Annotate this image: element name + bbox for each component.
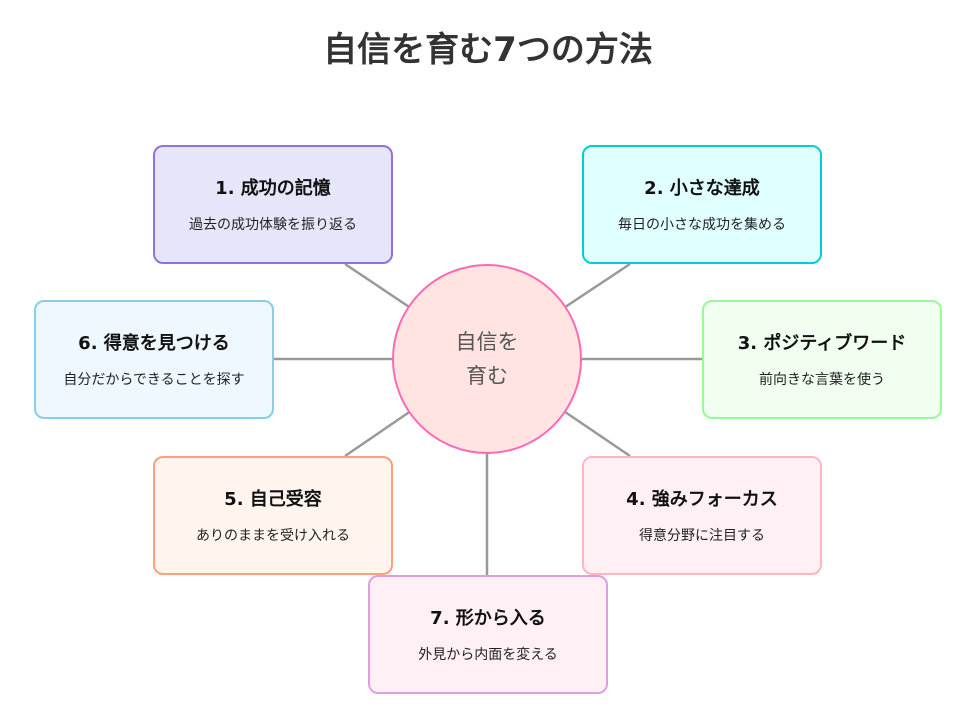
node-description: 前向きな言葉を使う <box>759 372 885 388</box>
node-description: 毎日の小さな成功を集める <box>618 217 786 233</box>
node-heading: 2. 小さな達成 <box>644 178 760 199</box>
node-heading: 3. ポジティブワード <box>737 333 907 354</box>
node-heading: 6. 得意を見つける <box>78 333 230 354</box>
center-node: 自信を 育む <box>392 264 582 454</box>
node-find-strengths: 6. 得意を見つける 自分だからできることを探す <box>34 300 274 419</box>
node-heading: 5. 自己受容 <box>224 489 322 510</box>
center-line-2: 育む <box>466 364 508 388</box>
center-line-1: 自信を <box>455 330 519 354</box>
diagram-title: 自信を育む7つの方法 <box>323 30 653 70</box>
node-description: 自分だからできることを探す <box>63 372 245 388</box>
node-description: 外見から内面を変える <box>418 647 558 663</box>
node-positive-words: 3. ポジティブワード 前向きな言葉を使う <box>702 300 942 419</box>
node-strength-focus: 4. 強みフォーカス 得意分野に注目する <box>582 456 822 575</box>
node-heading: 4. 強みフォーカス <box>626 489 778 510</box>
node-small-achievements: 2. 小さな達成 毎日の小さな成功を集める <box>582 145 822 264</box>
node-heading: 7. 形から入る <box>430 608 546 629</box>
node-description: 得意分野に注目する <box>639 528 765 544</box>
node-description: ありのままを受け入れる <box>196 528 350 544</box>
node-success-memory: 1. 成功の記憶 過去の成功体験を振り返る <box>153 145 393 264</box>
node-start-with-form: 7. 形から入る 外見から内面を変える <box>368 575 608 694</box>
node-self-acceptance: 5. 自己受容 ありのままを受け入れる <box>153 456 393 575</box>
node-description: 過去の成功体験を振り返る <box>189 217 357 233</box>
node-heading: 1. 成功の記憶 <box>215 178 331 199</box>
